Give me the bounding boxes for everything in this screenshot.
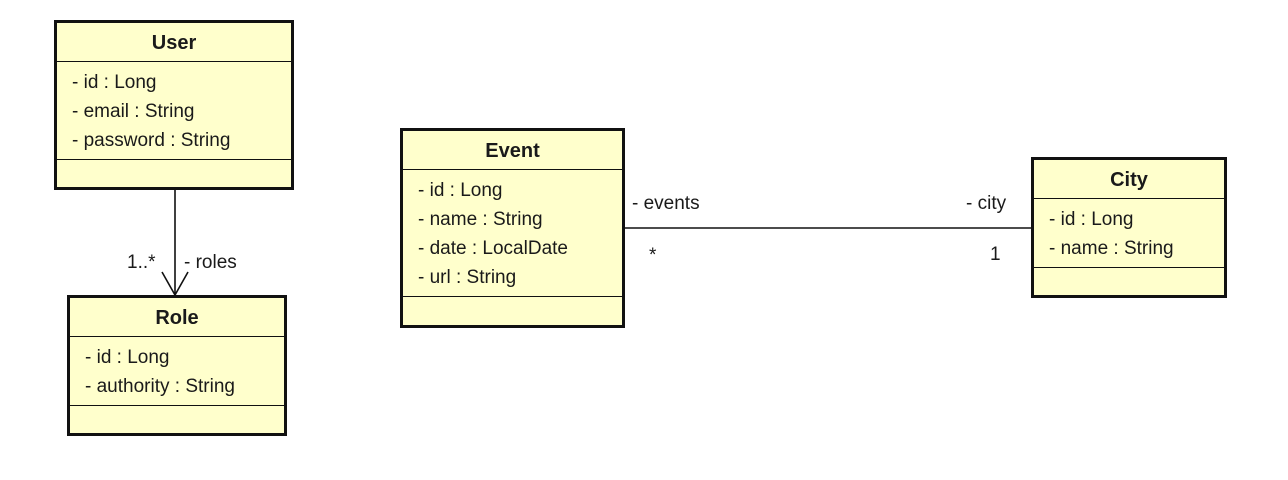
class-user-operations: [57, 160, 291, 176]
class-event-attributes: - id : Long - name : String - date : Loc…: [403, 170, 622, 297]
class-role-name: Role: [70, 298, 284, 337]
attribute-user-id: - id : Long: [72, 72, 157, 93]
class-event-operations: [403, 297, 622, 313]
attribute-city-name: - name : String: [1049, 238, 1174, 259]
class-city[interactable]: City - id : Long - name : String: [1031, 157, 1227, 298]
role-name-events-label: - events: [632, 193, 700, 214]
attribute-user-password: - password : String: [72, 130, 231, 151]
class-event[interactable]: Event - id : Long - name : String - date…: [400, 128, 625, 328]
role-name-roles-label: - roles: [184, 252, 237, 273]
multiplicity-events-label: *: [649, 245, 657, 266]
attribute-event-id: - id : Long: [418, 180, 503, 201]
attribute-role-id: - id : Long: [85, 347, 170, 368]
class-role[interactable]: Role - id : Long - authority : String: [67, 295, 287, 436]
class-city-name: City: [1034, 160, 1224, 199]
class-user-name: User: [57, 23, 291, 62]
multiplicity-city-label: 1: [990, 244, 1001, 265]
class-role-operations: [70, 406, 284, 422]
attribute-event-date: - date : LocalDate: [418, 238, 568, 259]
class-event-name: Event: [403, 131, 622, 170]
attribute-event-name: - name : String: [418, 209, 543, 230]
attribute-user-email: - email : String: [72, 101, 195, 122]
class-city-operations: [1034, 268, 1224, 284]
attribute-role-authority: - authority : String: [85, 376, 235, 397]
role-name-city-label: - city: [966, 193, 1007, 214]
multiplicity-role-label: 1..*: [127, 252, 156, 273]
attribute-event-url: - url : String: [418, 267, 517, 288]
class-user-attributes: - id : Long - email : String - password …: [57, 62, 291, 160]
attribute-city-id: - id : Long: [1049, 209, 1134, 230]
class-user[interactable]: User - id : Long - email : String - pass…: [54, 20, 294, 190]
class-role-attributes: - id : Long - authority : String: [70, 337, 284, 406]
class-city-attributes: - id : Long - name : String: [1034, 199, 1224, 268]
